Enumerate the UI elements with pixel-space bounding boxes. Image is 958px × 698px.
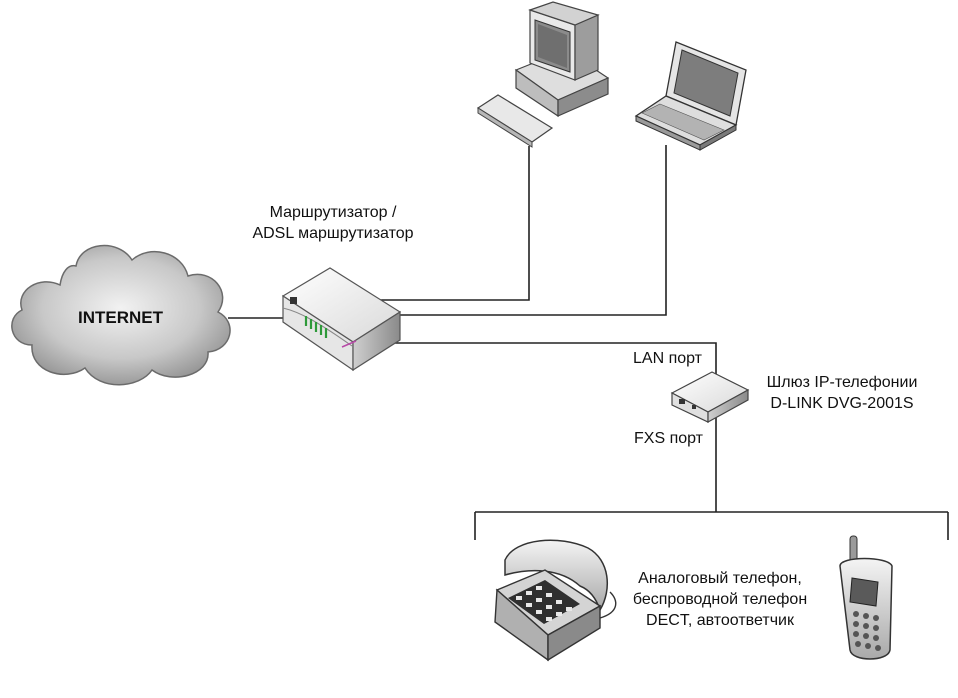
line-router-desktop (378, 146, 530, 301)
phones-label-line1: Аналоговый телефон, (638, 570, 802, 587)
phones-label-line2: беспроводной телефон (632, 591, 808, 608)
fxs-port-label: FXS порт (634, 430, 703, 447)
router-label-line2: ADSL маршрутизатор (252, 225, 414, 242)
lan-port-label: LAN порт (633, 350, 703, 367)
line-router-laptop (378, 145, 667, 316)
laptop-icon (634, 41, 747, 151)
cordless-phone-icon (839, 535, 893, 660)
internet-label: INTERNET (78, 308, 163, 327)
gateway-label-line1: Шлюз IP-телефонии (766, 374, 918, 391)
desktop-computer-icon (476, 1, 610, 148)
ip-gateway-icon (670, 371, 750, 424)
gateway-label-line2: D-LINK DVG-2001S (770, 395, 914, 412)
router-icon (281, 267, 402, 372)
phones-label-line3: DECT, автоответчик (646, 612, 794, 629)
connection-lines (228, 145, 949, 540)
router-label-line1: Маршрутизатор / (269, 204, 397, 221)
line-router-gateway (395, 342, 717, 375)
internet-cloud-icon (11, 244, 231, 386)
desk-phone-icon (494, 539, 617, 662)
